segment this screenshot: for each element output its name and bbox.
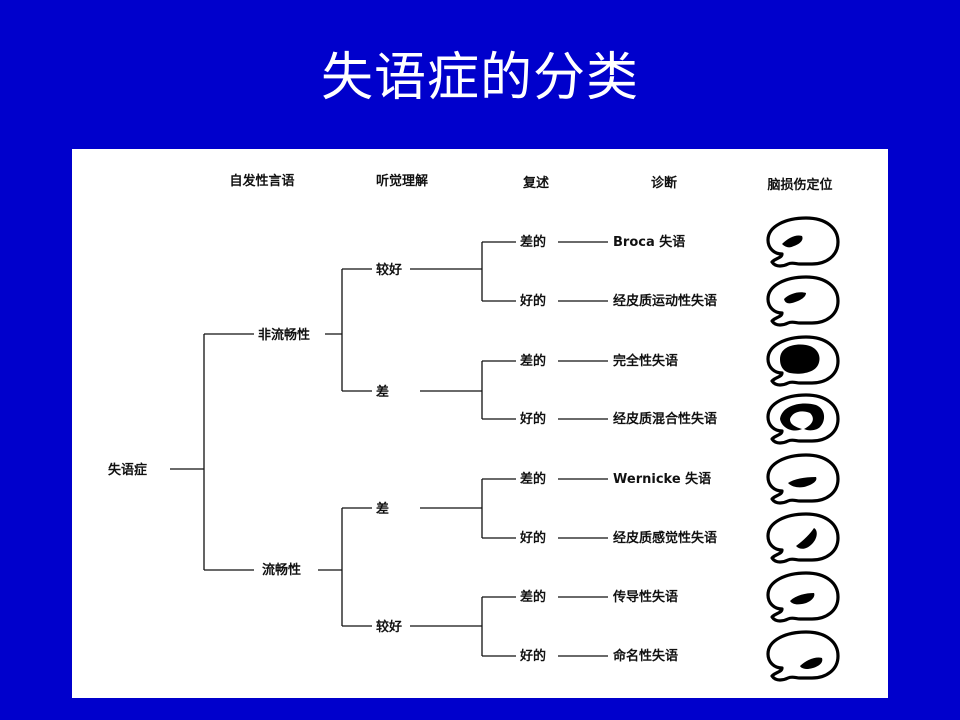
lesion-area-global	[780, 344, 820, 374]
comprehension-poor-label-2: 差	[376, 501, 389, 517]
comprehension-good-label-2: 较好	[376, 619, 402, 635]
root-label: 失语症	[108, 462, 147, 478]
brain-outline-tc-sensory	[766, 512, 840, 564]
repetition-global: 差的	[520, 353, 546, 369]
brain-outline-tc-motor	[766, 275, 840, 327]
brain-outline-tc-mixed	[766, 393, 840, 445]
header-repetition: 复述	[522, 175, 549, 191]
lesion-area-wernicke	[788, 477, 817, 488]
classification-diagram: 自发性言语 听觉理解 复述 诊断 脑损伤定位 失语症 非流畅性 流畅性 较好 差…	[72, 149, 888, 698]
brain-lesion-global	[766, 335, 840, 387]
brain-lesion-anomic	[766, 630, 840, 682]
fluent-label: 流畅性	[262, 562, 301, 578]
header-lesion: 脑损伤定位	[767, 177, 832, 193]
lesion-area-tc-motor	[784, 292, 806, 304]
diagnosis-anomic: 命名性失语	[612, 648, 678, 664]
brain-lesion-broca	[766, 216, 840, 268]
brain-lesion-conduction	[766, 571, 840, 623]
repetition-broca: 差的	[520, 234, 546, 250]
diagnosis-tc-sensory: 经皮质感觉性失语	[613, 530, 717, 546]
header-diagnosis: 诊断	[651, 175, 677, 191]
diagnosis-global: 完全性失语	[613, 353, 678, 369]
diagnosis-tc-mixed: 经皮质混合性失语	[613, 411, 717, 427]
repetition-conduction: 差的	[520, 589, 546, 605]
repetition-tc-sensory: 好的	[519, 530, 546, 546]
repetition-anomic: 好的	[519, 648, 546, 664]
header-comprehension: 听觉理解	[376, 173, 428, 189]
comprehension-good-label-1: 较好	[376, 262, 402, 278]
nonfluent-label: 非流畅性	[258, 327, 310, 343]
brain-lesion-tc-motor	[766, 275, 840, 327]
brain-outline-anomic	[766, 630, 840, 682]
lesion-area-anomic	[800, 657, 823, 669]
lesion-area-broca	[782, 235, 803, 248]
brain-outline-broca	[766, 216, 840, 268]
brain-lesion-tc-sensory	[766, 512, 840, 564]
slide-title: 失语症的分类	[320, 48, 639, 108]
repetition-tc-mixed: 好的	[519, 411, 546, 427]
header-spontaneous: 自发性言语	[229, 173, 294, 189]
diagnosis-wernicke: Wernicke 失语	[613, 471, 711, 487]
lesion-area-tc-sensory	[796, 528, 817, 549]
brain-lesion-wernicke	[766, 453, 840, 505]
brain-lesion-tc-mixed	[766, 393, 840, 445]
repetition-tc-motor: 好的	[519, 293, 546, 309]
diagnosis-broca: Broca 失语	[613, 234, 685, 250]
tree-svg: 自发性言语 听觉理解 复述 诊断 脑损伤定位 失语症 非流畅性 流畅性 较好 差…	[108, 173, 840, 682]
comprehension-poor-label-1: 差	[376, 384, 389, 400]
lesion-area-tc-mixed	[780, 403, 825, 431]
diagnosis-conduction: 传导性失语	[612, 589, 678, 605]
lesion-area-conduction	[790, 593, 815, 605]
repetition-wernicke: 差的	[520, 471, 546, 487]
diagnosis-tc-motor: 经皮质运动性失语	[613, 293, 717, 309]
